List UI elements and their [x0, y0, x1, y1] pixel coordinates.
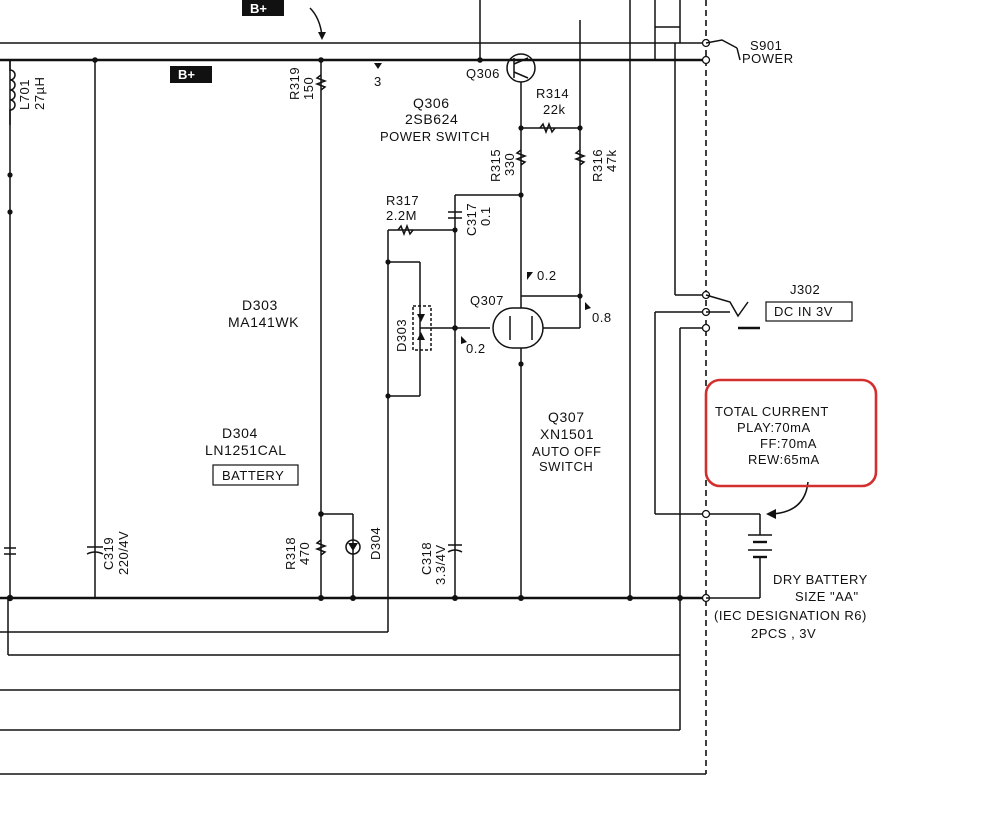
r314-value: 22k	[543, 102, 565, 117]
r319-value: 150	[301, 77, 316, 100]
q307-ref: Q307	[548, 409, 585, 425]
battery-symbol	[701, 509, 772, 603]
d304-part: LN1251CAL	[205, 442, 287, 458]
bplus-top-tag	[242, 0, 284, 16]
switch-s901-symbol	[701, 38, 741, 65]
battery-line-2: SIZE "AA"	[795, 589, 859, 604]
r318-ref: R318	[283, 537, 298, 570]
c319-ref: C319	[101, 537, 116, 570]
d304-ref-vertical: D304	[368, 527, 383, 560]
q307-ref-pin: Q307	[470, 293, 504, 308]
bplus-mid-tag	[170, 66, 212, 83]
l701-ref: L701	[17, 79, 32, 110]
q307-part: XN1501	[540, 426, 594, 442]
c318-ref: C318	[419, 542, 434, 575]
bplus-top-label: B+	[250, 1, 267, 16]
q307-desc-2: SWITCH	[539, 459, 593, 474]
q306-part: 2SB624	[405, 111, 458, 127]
q306-ref: Q306	[413, 95, 450, 111]
j302-label: DC IN 3V	[774, 304, 833, 319]
battery-line-4: 2PCS , 3V	[751, 626, 816, 641]
d303-part: MA141WK	[228, 314, 299, 330]
q307-desc-1: AUTO OFF	[532, 444, 601, 459]
j302-label-box	[765, 301, 853, 322]
net-3-label: 3	[374, 74, 382, 89]
q307-emitter-voltage: 0.8	[592, 310, 612, 325]
r319-ref: R319	[287, 67, 302, 100]
q306-ref-pin: Q306	[466, 66, 500, 81]
d303-ref: D303	[242, 297, 278, 313]
current-play: PLAY:70mA	[737, 420, 811, 435]
q307-base-voltage: 0.2	[466, 341, 486, 356]
current-rew: REW:65mA	[748, 452, 820, 467]
transistor-q307-symbol	[492, 307, 544, 349]
total-current-highlight	[704, 378, 878, 488]
r318-value: 470	[297, 542, 312, 565]
q307-collector-voltage: 0.2	[537, 268, 557, 283]
jack-j302-symbol	[701, 290, 760, 333]
d304-ref: D304	[222, 425, 258, 441]
d304-badge-box	[212, 464, 299, 486]
r316-value: 47k	[604, 150, 619, 172]
r314-ref: R314	[536, 86, 569, 101]
current-ff: FF:70mA	[760, 436, 817, 451]
j302-ref: J302	[790, 282, 820, 297]
bplus-top-arrow	[309, 7, 323, 37]
inductor-l701	[9, 60, 16, 125]
c319-value: 220/4V	[116, 531, 131, 575]
r315-value: 330	[502, 153, 517, 176]
c318-value: 3.3/4V	[433, 544, 448, 585]
s901-label: POWER	[742, 51, 794, 66]
r315-ref: R315	[488, 149, 503, 182]
l701-value: 27µH	[32, 77, 47, 110]
transistor-q306-symbol	[506, 53, 536, 83]
led-d304-symbol	[345, 539, 361, 555]
battery-line-1: DRY BATTERY	[773, 572, 868, 587]
d304-badge: BATTERY	[222, 468, 284, 483]
c317-value: 0.1	[478, 206, 493, 226]
q306-desc: POWER SWITCH	[380, 129, 490, 144]
r317-value: 2.2M	[386, 208, 417, 223]
r317-ref: R317	[386, 193, 419, 208]
s901-ref: S901	[750, 38, 782, 53]
total-current-title: TOTAL CURRENT	[715, 404, 829, 419]
d303-ref-vertical: D303	[394, 319, 409, 352]
battery-line-3: (IEC DESIGNATION R6)	[714, 608, 867, 623]
c317-ref: C317	[464, 203, 479, 236]
r316-ref: R316	[590, 149, 605, 182]
bplus-mid-label: B+	[178, 67, 195, 82]
